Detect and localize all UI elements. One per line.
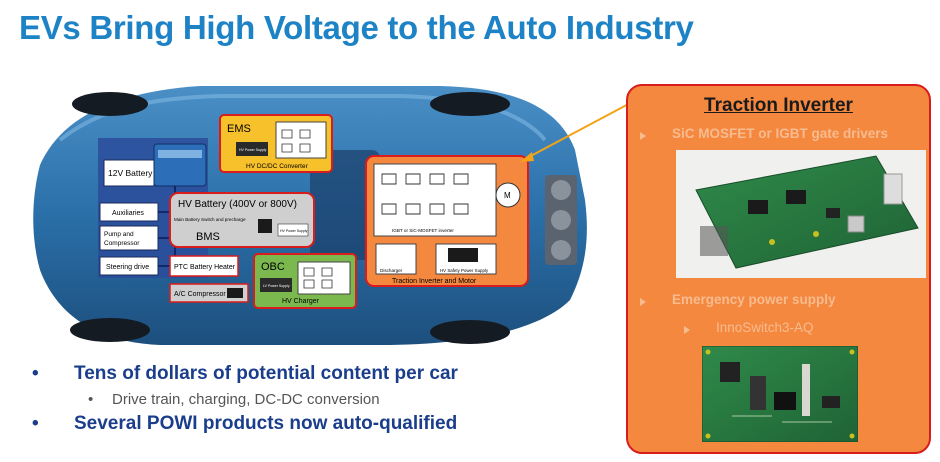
bullet-item: • Tens of dollars of potential content p…	[26, 363, 586, 391]
pump-label-line1: Pump and	[104, 231, 134, 238]
bullet-list: • Tens of dollars of potential content p…	[26, 363, 586, 441]
bullet-text: Drive train, charging, DC-DC conversion	[112, 391, 380, 408]
ems-module: EMS HV Power Supply HV DC/DC Converter	[219, 114, 333, 173]
ems-caption: HV DC/DC Converter	[246, 163, 309, 170]
bullet-text: Several POWI products now auto-qualified	[74, 413, 458, 434]
panel-subitem-innoswitch: InnoSwitch3-AQ	[716, 320, 814, 335]
hv-battery-label: HV Battery (400V or 800V)	[178, 199, 297, 210]
triangle-bullet-icon	[640, 298, 646, 306]
bullet-glyph: •	[32, 413, 39, 434]
hv-battery-module: HV Battery (400V or 800V) Main Battery S…	[169, 192, 315, 248]
ptc-heater-module: PTC Battery Heater	[169, 255, 239, 277]
traction-caption: Traction Inverter and Motor	[392, 278, 477, 285]
ac-compressor-module: A/C Compressor	[169, 283, 249, 303]
gate-driver-board-image	[676, 150, 926, 278]
callout-arrow	[520, 99, 637, 162]
bullet-glyph: •	[88, 391, 94, 408]
ems-chip-label: HV Power Supply	[239, 148, 267, 152]
panel-item-gate-drivers: SiC MOSFET or IGBT gate drivers	[672, 126, 889, 141]
bullet-item: • Several POWI products now auto-qualifi…	[26, 413, 586, 441]
auxiliaries-label: Auxiliaries	[112, 210, 144, 217]
obc-caption: HV Charger	[282, 298, 320, 305]
triangle-bullet-icon	[684, 326, 690, 334]
traction-inverter-module: IGBT or SiC-MOSFET inverter M Discharger…	[365, 155, 529, 287]
hv-safety-label: HV Safety Power Supply	[440, 268, 489, 273]
bms-label: BMS	[196, 231, 220, 243]
bullet-glyph: •	[32, 363, 39, 384]
innoswitch-board-image	[702, 346, 858, 442]
igbt-caption: IGBT or SiC-MOSFET inverter	[392, 228, 454, 233]
triangle-bullet-icon	[640, 132, 646, 140]
ems-label: EMS	[227, 123, 251, 135]
motor-label: M	[504, 191, 511, 200]
obc-chip-label: LV Power Supply	[263, 284, 290, 288]
discharger-label: Discharger	[380, 268, 403, 273]
bullet-subitem: • Drive train, charging, DC-DC conversio…	[26, 391, 586, 413]
panel-title: Traction Inverter	[704, 95, 853, 116]
main-switch-label: Main Battery Switch and precharge	[174, 217, 246, 222]
ptc-label: PTC Battery Heater	[174, 264, 236, 271]
obc-module: OBC LV Power Supply HV Charger	[253, 253, 357, 309]
slide-title: EVs Bring High Voltage to the Auto Indus…	[19, 9, 694, 46]
pump-label-line2: Compressor	[104, 240, 140, 247]
panel-item-emergency-supply: Emergency power supply	[672, 292, 836, 307]
battery-12v-label: 12V Battery	[108, 168, 153, 178]
ac-label: A/C Compressor	[174, 291, 226, 298]
bullet-text: Tens of dollars of potential content per…	[74, 363, 458, 384]
steering-label: Steering drive	[106, 264, 149, 271]
traction-inverter-panel: Traction Inverter SiC MOSFET or IGBT gat…	[626, 84, 931, 454]
obc-label: OBC	[261, 261, 285, 273]
hv-ps-small-label: HV Power Supply	[280, 229, 308, 233]
